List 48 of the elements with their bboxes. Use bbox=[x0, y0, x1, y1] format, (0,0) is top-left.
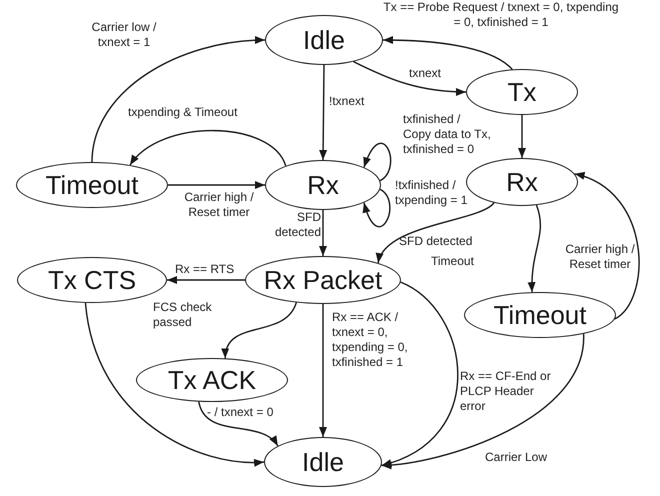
transition-arrow bbox=[378, 202, 494, 264]
state-name: Rx Packet bbox=[264, 264, 382, 296]
transition-arrow bbox=[574, 173, 640, 320]
edge-label: Timeout bbox=[430, 254, 475, 269]
edge-label: Carrier high / Reset timer bbox=[183, 190, 255, 220]
state-name: Idle bbox=[303, 24, 345, 56]
edge-label: Carrier high / Reset timer bbox=[564, 242, 636, 272]
transition-arrow bbox=[319, 304, 327, 437]
transition-arrow bbox=[383, 36, 513, 70]
transition-arrow bbox=[91, 36, 266, 162]
state-name: Idle bbox=[302, 446, 344, 478]
state-name: Timeout bbox=[46, 170, 138, 200]
edge-label: !txfinished / txpending = 1 bbox=[394, 178, 468, 208]
transition-arrow bbox=[518, 115, 526, 158]
transition-arrow bbox=[129, 130, 286, 166]
transition-arrow bbox=[198, 401, 278, 446]
edge-label: Carrier Low bbox=[484, 450, 548, 465]
transition-arrow bbox=[319, 210, 327, 256]
state-name: Rx bbox=[506, 166, 538, 198]
edge-label: Tx == Probe Request / txnext = 0, txpending = 0, txfinished = 1 bbox=[382, 0, 620, 30]
edge-label: - / txnext = 0 bbox=[206, 405, 274, 420]
edge-label: Rx == ACK / txnext = 0, txpending = 0, txfinished = 1 bbox=[331, 310, 409, 370]
transition-arrow bbox=[222, 302, 297, 358]
transition-arrow bbox=[319, 65, 328, 160]
edge-label: Rx == RTS bbox=[174, 262, 236, 277]
edge-label: Rx == CF-End or PLCP Header error bbox=[459, 369, 552, 414]
edge-label: txfinished / Copy data to Tx, txfinished = 0 bbox=[402, 112, 492, 157]
state-name: Rx bbox=[307, 170, 339, 200]
edge-label: txnext bbox=[408, 66, 442, 81]
edge-label: SFD detected bbox=[398, 234, 474, 249]
state-name: Timeout bbox=[494, 300, 586, 330]
edge-label: FCS check passed bbox=[152, 300, 213, 330]
transition-arrow bbox=[381, 334, 584, 469]
transition-arrow bbox=[167, 276, 245, 284]
state-name: Tx CTS bbox=[48, 264, 136, 296]
transition-arrow bbox=[363, 188, 390, 228]
edge-label: txpending & Timeout bbox=[127, 105, 238, 120]
transition-arrow bbox=[381, 281, 458, 466]
transition-arrow bbox=[84, 302, 264, 466]
transition-arrow bbox=[528, 204, 542, 292]
transition-arrow bbox=[168, 181, 265, 189]
edge-label: SFD detected bbox=[274, 210, 322, 240]
state-name: Tx bbox=[508, 76, 536, 108]
state-name: Tx ACK bbox=[168, 364, 256, 396]
transition-arrow bbox=[363, 142, 392, 182]
transition-arrow bbox=[353, 61, 466, 96]
edge-label: Carrier low / txnext = 1 bbox=[90, 20, 158, 50]
edge-label: !txnext bbox=[328, 94, 366, 109]
